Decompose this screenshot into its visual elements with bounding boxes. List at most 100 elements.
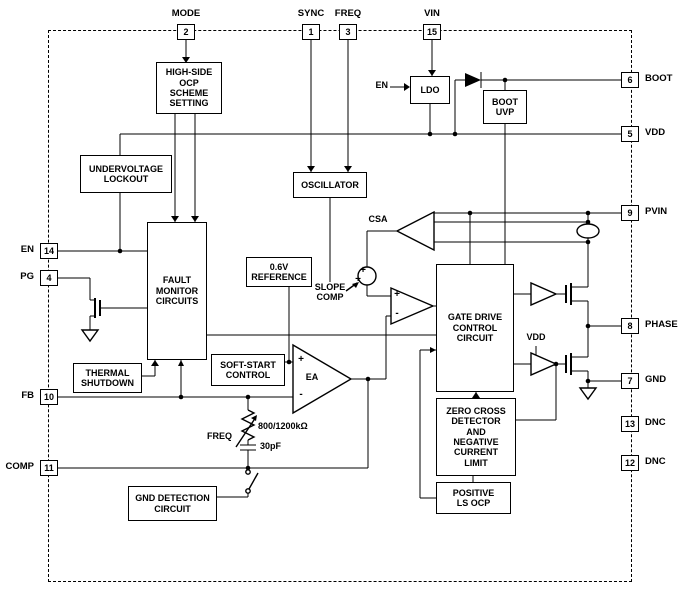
arrowhead [472,392,480,398]
resistor-value-label: 800/1200kΩ [258,421,308,431]
pin-label-freq: FREQ [334,8,362,19]
boot-diode-icon [465,73,481,87]
pin-number-dnc-12: 12 [621,455,639,471]
pin-label-fb: FB [21,390,34,401]
pin-label-mode: MODE [171,8,201,19]
summing-junction-icon [357,266,377,286]
csa-amplifier-icon [395,210,435,252]
vdd-internal-label: VDD [526,332,546,342]
junction-dot [585,323,591,329]
block-undervoltage-lockout: UNDERVOLTAGE LOCKOUT [80,155,172,193]
pwm-comparator-icon [390,286,435,326]
freq-resistor-label: FREQ [206,431,232,441]
pin-label-boot: BOOT [645,73,673,84]
block-gnd-detection-circuit: GND DETECTION CIRCUIT [128,486,217,521]
junction-dot [178,394,184,400]
arrowhead [151,360,159,366]
arrowhead [307,166,315,172]
variable-resistor-arrow [235,416,257,448]
pin-label-phase: PHASE [645,319,678,330]
arrowhead [171,216,179,222]
junction-dot [553,361,559,367]
pin-number-gnd: 7 [621,373,639,389]
block-ldo: LDO [410,76,450,104]
block-thermal-shutdown: THERMAL SHUTDOWN [73,363,142,393]
arrowhead [344,166,352,172]
arrowhead [428,70,436,76]
junction-dot [585,239,591,245]
arrowhead [182,57,190,63]
block-boot-uvp: BOOT UVP [483,90,527,124]
arrowhead [251,415,257,421]
pin-number-en: 14 [40,243,58,259]
block-zero-cross-detector: ZERO CROSS DETECTOR AND NEGATIVE CURRENT… [436,398,516,476]
pin-number-boot: 6 [621,72,639,88]
junction-dot [452,131,458,137]
pin-number-vdd: 5 [621,126,639,142]
pin-number-phase: 8 [621,318,639,334]
ground-icon [578,387,598,401]
block-0v6-reference: 0.6V REFERENCE [246,257,312,287]
pin-label-pg: PG [20,271,34,282]
junction-dot [117,248,123,254]
pin-label-dnc-12: DNC [645,456,666,467]
summing-plus-sign: + [360,265,366,276]
switch-contact-icon [245,488,251,494]
error-amplifier-label: EA [305,372,319,382]
block-fault-monitor-circuits: FAULT MONITOR CIRCUITS [147,222,207,360]
ea-minus-sign: - [299,389,303,400]
pin-number-pvin: 9 [621,205,639,221]
junction-dot [585,378,591,384]
pin-label-sync: SYNC [297,8,325,19]
pin-label-en: EN [20,244,34,255]
block-soft-start-control: SOFT-START CONTROL [211,354,285,386]
pin-number-vin: 15 [423,24,441,40]
mosfet-icons [94,283,572,375]
switch-blade-icon [248,472,259,490]
pin-number-dnc-13: 13 [621,416,639,432]
comparator-minus-sign: - [395,308,399,319]
ea-plus-sign: + [298,354,304,365]
junction-dot [585,210,591,216]
junction-dot [286,359,292,365]
junction-dot [365,376,371,382]
junction-dot [245,465,251,471]
block-oscillator: OSCILLATOR [293,172,367,198]
comparator-plus-sign: + [394,289,400,300]
arrowhead [352,282,359,288]
arrowhead [430,347,436,353]
pin-number-sync: 1 [302,24,320,40]
wire-lines [58,40,621,499]
arrowhead [404,83,410,91]
switch-contact-icon [245,469,251,475]
junction-dot [467,210,473,216]
pin-label-pvin: PVIN [645,206,668,217]
slope-comp-label: SLOPE COMP [314,282,346,302]
pin-label-vin: VIN [424,8,440,19]
pin-label-gnd: GND [645,374,667,385]
en-ldo-label: EN [375,80,388,90]
block-high-side-ocp-scheme-setting: HIGH-SIDE OCP SCHEME SETTING [156,62,222,114]
capacitor-value-label: 30pF [260,441,282,451]
pin-label-dnc-13: DNC [645,417,666,428]
block-gate-drive-control-circuit: GATE DRIVE CONTROL CIRCUIT [436,264,514,392]
arrowhead [178,360,184,366]
pin-label-comp: COMP [5,461,35,472]
hs-driver-icon [530,281,558,307]
pin-label-vdd: VDD [645,127,666,138]
block-positive-ls-ocp: POSITIVE LS OCP [436,482,511,514]
junction-dot [502,77,508,83]
ground-icon [80,329,100,343]
pin-number-pg: 4 [40,270,58,286]
ls-driver-icon [530,351,558,377]
current-sense-icon [576,223,600,239]
pin-number-mode: 2 [177,24,195,40]
resistor-icon [240,409,256,441]
summing-plus-sign: + [355,274,361,285]
pin-number-freq: 3 [339,24,357,40]
junction-dot [427,131,433,137]
error-amplifier-icon [292,343,353,415]
junction-dot [585,219,591,225]
